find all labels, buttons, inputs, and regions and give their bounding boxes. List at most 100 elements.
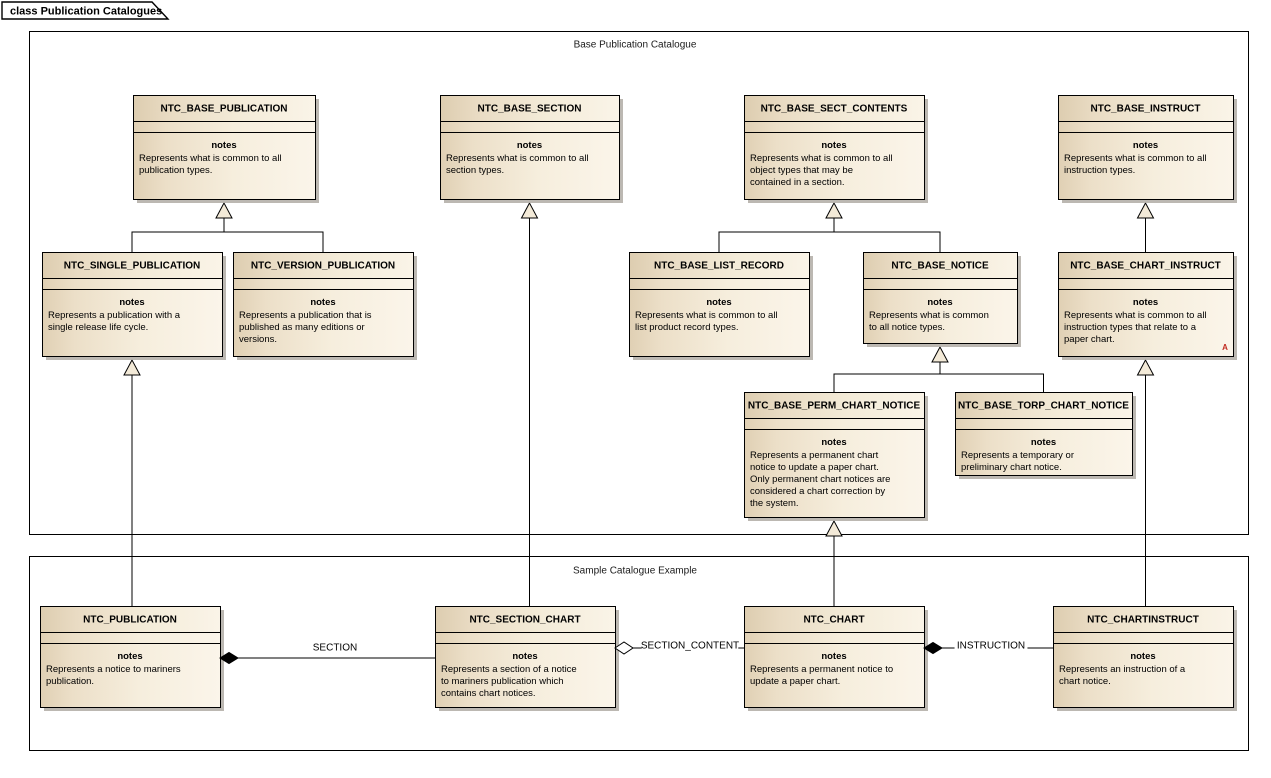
notes-line: Represents what is common: [869, 310, 989, 321]
class-title-compartment: [629, 252, 810, 279]
notes-header: notes: [821, 651, 846, 662]
notes-line: Represents what is common to all: [635, 310, 778, 321]
class-title-compartment: [435, 606, 616, 633]
class-title-compartment: [1058, 95, 1234, 122]
generalization-arrowhead: [825, 201, 843, 219]
generalization-connector[interactable]: [1136, 358, 1155, 606]
notes-header: notes: [1133, 297, 1158, 308]
class-box-outline: [42, 252, 223, 357]
composition-diamond-icon: [923, 641, 943, 655]
class-box-outline: [629, 252, 810, 357]
association-connector[interactable]: SECTION: [219, 640, 435, 665]
class-name-label: NTC_BASE_LIST_RECORD: [654, 261, 784, 272]
notes-line: contains chart notices.: [441, 688, 536, 699]
class-box-outline: [955, 392, 1133, 476]
association-connector[interactable]: INSTRUCTION: [923, 638, 1053, 655]
notes-line: Represents a publication that is: [239, 310, 372, 321]
generalization-line: [131, 218, 225, 252]
generalization-connector[interactable]: [224, 231, 324, 252]
generalization-line: [834, 231, 941, 252]
generalization-arrowhead: [931, 345, 949, 363]
generalization-line: [833, 362, 941, 392]
notes-header: notes: [927, 297, 952, 308]
notes-header: notes: [117, 651, 142, 662]
frame-border: [29, 556, 1249, 751]
generalization-connector[interactable]: [520, 201, 539, 606]
association-label-backing: [641, 638, 739, 653]
notes-header: notes: [821, 140, 846, 151]
class-box-outline: [233, 252, 414, 357]
association-connector[interactable]: SECTION_CONTENT: [614, 638, 744, 655]
class-title-compartment: [744, 95, 925, 122]
generalization-connector[interactable]: [833, 345, 949, 392]
notes-line: Represents a section of a notice: [441, 664, 577, 675]
uml-class-box[interactable]: NTC_BASE_PERM_CHART_NOTICEnotesRepresent…: [744, 392, 929, 522]
class-name-label: NTC_BASE_NOTICE: [891, 261, 989, 272]
class-name-label: NTC_BASE_PERM_CHART_NOTICE: [748, 401, 921, 412]
association-label-backing: [310, 640, 360, 655]
notes-line: considered a chart correction by: [750, 486, 885, 497]
generalization-arrowhead: [520, 201, 539, 219]
generalization-line: [718, 218, 835, 252]
generalization-line: [940, 373, 1044, 392]
notes-line: published as many editions or: [239, 322, 365, 333]
association-label: SECTION: [313, 643, 357, 654]
notes-line: notice to update a paper chart.: [750, 462, 879, 473]
generalization-line: [224, 231, 324, 252]
class-name-label: NTC_PUBLICATION: [83, 615, 177, 626]
association-group: SECTION SECTION_CONTENT INSTRUCTION: [219, 638, 1053, 665]
generalization-connector[interactable]: [834, 231, 941, 252]
notes-line: Represents what is common to all: [139, 153, 282, 164]
notes-line: Represents what is common to all: [446, 153, 589, 164]
generalization-connector[interactable]: [123, 358, 141, 606]
frame-label: Base Publication Catalogue: [574, 40, 697, 51]
aggregation-diamond-icon: [614, 641, 634, 655]
diagram-frame: Base Publication Catalogue: [29, 31, 1249, 535]
notes-header: notes: [211, 140, 236, 151]
diagram-title-label: class Publication Catalogues: [10, 5, 162, 17]
class-box-outline: [1053, 606, 1234, 708]
class-box-outline: [440, 95, 620, 200]
generalization-arrowhead: [1136, 201, 1155, 219]
class-title-compartment: [233, 252, 414, 279]
notes-header: notes: [706, 297, 731, 308]
class-title-compartment: [1053, 606, 1234, 633]
generalization-connector[interactable]: [131, 201, 233, 252]
generalization-connector[interactable]: [825, 519, 843, 606]
notes-line: Represents an instruction of a: [1059, 664, 1186, 675]
generalization-arrowhead: [1136, 358, 1155, 376]
notes-line: preliminary chart notice.: [961, 462, 1062, 473]
generalization-connector[interactable]: [718, 201, 843, 252]
notes-header: notes: [119, 297, 144, 308]
diagram-frame: Sample Catalogue Example: [29, 556, 1249, 751]
class-box-outline: [133, 95, 316, 200]
notes-header: notes: [517, 140, 542, 151]
generalization-connector[interactable]: [940, 373, 1044, 392]
uml-class-box[interactable]: NTC_BASE_TORP_CHART_NOTICEnotesRepresent…: [955, 392, 1137, 480]
notes-line: Represents what is common to all: [750, 153, 893, 164]
class-title-compartment: [1058, 252, 1234, 279]
class-box-outline: [863, 252, 1018, 344]
class-title-compartment: [744, 606, 925, 633]
generalization-connector[interactable]: [1136, 201, 1155, 252]
class-name-label: NTC_BASE_INSTRUCT: [1090, 104, 1200, 115]
notes-line: Only permanent chart notices are: [750, 474, 890, 485]
class-box-outline: [1058, 95, 1234, 200]
frame-border: [29, 31, 1249, 535]
association-label: SECTION_CONTENT: [641, 641, 739, 652]
